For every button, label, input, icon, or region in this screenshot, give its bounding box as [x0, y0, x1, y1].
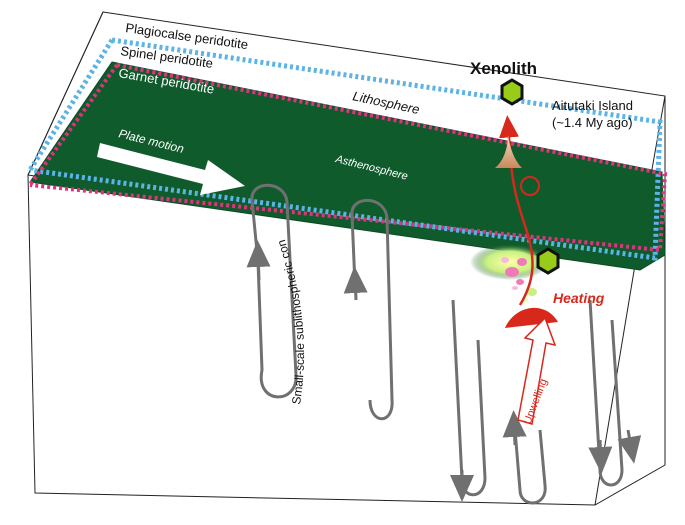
label-heating: Heating [553, 290, 605, 306]
volcano-plume [495, 135, 522, 168]
melt-glow [470, 244, 550, 280]
garnet-edge [28, 63, 119, 187]
label-island-name: Aitutaki Island [552, 98, 633, 113]
convection-loop-1 [250, 183, 298, 399]
xenolith-trajectory [499, 115, 534, 306]
xenolith-hexagon-deep [536, 247, 560, 275]
label-island-age: (~1.4 My ago) [552, 115, 633, 130]
xenolith-hexagon-top [500, 78, 524, 106]
plate-motion-arrow [97, 143, 245, 195]
heating-dome [505, 307, 558, 328]
convection-loop-2 [350, 198, 394, 421]
upwelling-arrow [517, 316, 557, 425]
conduit-loop [520, 176, 540, 196]
convection-loop-3 [451, 299, 487, 497]
lithosphere-edge [27, 38, 115, 172]
melt-droplets [501, 257, 537, 302]
asthenosphere-surface [29, 61, 666, 271]
label-xenolith: Xenolith [470, 59, 537, 78]
convection-loop-4 [513, 429, 547, 505]
convection-loop-5 [588, 299, 624, 487]
garnet-boundary [29, 63, 668, 253]
convection-arrows [246, 240, 642, 502]
lithosphere-boundary [29, 37, 663, 261]
